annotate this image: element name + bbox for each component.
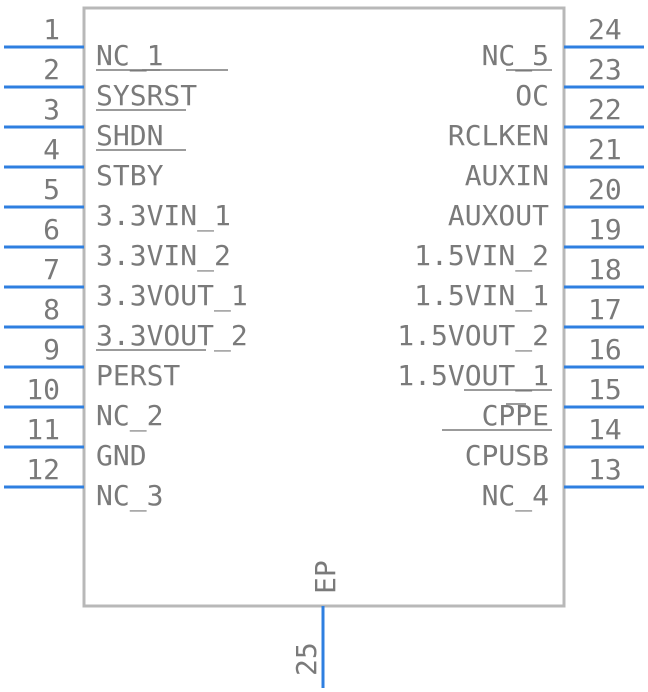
pin-15-number: 15 bbox=[588, 373, 622, 406]
pin-13-label: NC_4 bbox=[482, 479, 549, 513]
pin-7-number: 7 bbox=[43, 253, 60, 286]
pin-6-label: 3.3VIN_2 bbox=[96, 239, 231, 273]
pin-13-number: 13 bbox=[588, 453, 622, 486]
pin-3-number: 3 bbox=[43, 93, 60, 126]
pin-14-label: CPUSB bbox=[465, 439, 549, 472]
pin-19-number: 19 bbox=[588, 213, 622, 246]
pin-21-label: AUXIN bbox=[465, 159, 549, 192]
pin-10-label: NC_2 bbox=[96, 399, 163, 433]
pin-24-number: 24 bbox=[588, 13, 622, 46]
pin-7-label: 3.3VOUT_1 bbox=[96, 279, 248, 313]
pin-3-label: SHDN bbox=[96, 119, 163, 152]
pin-22-number: 22 bbox=[588, 93, 622, 126]
pin-11-number: 11 bbox=[26, 413, 60, 446]
pin-6-number: 6 bbox=[43, 213, 60, 246]
pin-23-number: 23 bbox=[588, 53, 622, 86]
pin-25-label: EP bbox=[309, 560, 342, 594]
pin-18-number: 18 bbox=[588, 253, 622, 286]
pin-5-label: 3.3VIN_1 bbox=[96, 199, 231, 233]
signal-bars bbox=[96, 69, 552, 431]
pin-16-label: 1.5VOUT_1 bbox=[397, 359, 549, 393]
pin-1-label: NC_1 bbox=[96, 39, 163, 73]
pin-20-label: AUXOUT bbox=[448, 199, 549, 232]
pin-12-number: 12 bbox=[26, 453, 60, 486]
pin-2-number: 2 bbox=[43, 53, 60, 86]
pin-22-label: RCLKEN bbox=[448, 119, 549, 152]
pin-24-label: NC_5 bbox=[482, 39, 549, 73]
pin-2-label: SYSRST bbox=[96, 79, 197, 112]
pin-9-label: PERST bbox=[96, 359, 180, 392]
pin-19-label: 1.5VIN_2 bbox=[414, 239, 549, 273]
pin-16-number: 16 bbox=[588, 333, 622, 366]
component-body bbox=[82, 6, 566, 608]
pin-17-number: 17 bbox=[588, 293, 622, 326]
pin-8-number: 8 bbox=[43, 293, 60, 326]
pin-18-label: 1.5VIN_1 bbox=[414, 279, 549, 313]
pin-21-number: 21 bbox=[588, 133, 622, 166]
pin-17-label: 1.5VOUT_2 bbox=[397, 319, 549, 353]
pin-10-number: 10 bbox=[26, 373, 60, 406]
pin-20-number: 20 bbox=[588, 173, 622, 206]
pin-12-label: NC_3 bbox=[96, 479, 163, 513]
bottom-pin-group: 25 EP bbox=[290, 560, 342, 688]
pin-1-number: 1 bbox=[43, 13, 60, 46]
pin-9-number: 9 bbox=[43, 333, 60, 366]
pin-25-number: 25 bbox=[290, 642, 323, 676]
pin-4-label: STBY bbox=[96, 159, 164, 192]
pin-4-number: 4 bbox=[43, 133, 60, 166]
pin-11-label: GND bbox=[96, 439, 147, 472]
pin-8-label: 3.3VOUT_2 bbox=[96, 319, 248, 353]
pin-23-label: OC bbox=[515, 79, 549, 112]
pin-5-number: 5 bbox=[43, 173, 60, 206]
pin-14-number: 14 bbox=[588, 413, 622, 446]
